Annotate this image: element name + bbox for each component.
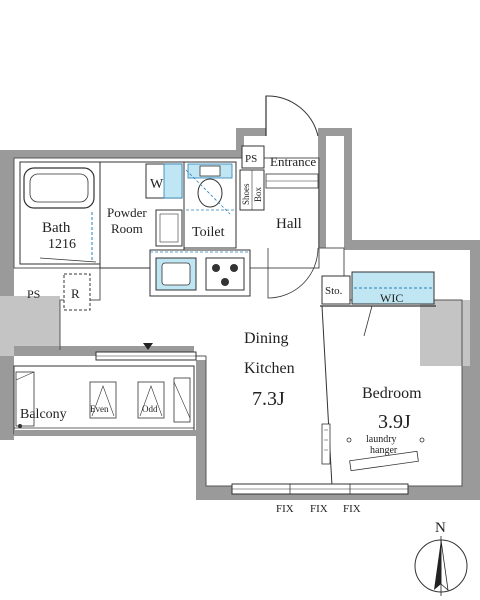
- fix-label-3: FIX: [343, 503, 361, 515]
- laundry-hanger-icon: [349, 450, 419, 472]
- powder-room-label-1: Powder: [107, 205, 147, 220]
- bath-size: 1216: [48, 237, 76, 252]
- entrance-label: Entrance: [270, 154, 316, 169]
- odd-label: Odd: [142, 404, 158, 414]
- compass: N: [414, 520, 468, 596]
- laundry-hook-icon: [346, 437, 352, 443]
- wic-door-icon: [363, 305, 373, 337]
- entrance-door-icon: [265, 95, 319, 137]
- laundry-hook-icon-2: [419, 437, 425, 443]
- ps-fridge-area: PS R: [27, 273, 91, 311]
- bath-label: Bath: [42, 220, 71, 236]
- bedroom-size: 3.9J: [378, 411, 411, 433]
- shoes-box-label-2: Box: [253, 186, 263, 202]
- ps-top-label: PS: [245, 153, 257, 165]
- shoes-box-label-1: Shoes: [241, 183, 251, 205]
- toilet-room: Toilet: [183, 161, 237, 249]
- ps-left-label: PS: [27, 287, 40, 301]
- laundry-label-1: laundry: [366, 434, 397, 445]
- kitchen-counter: [149, 249, 251, 297]
- fix-label-1: FIX: [276, 503, 294, 515]
- dining-size: 7.3J: [252, 388, 285, 410]
- washer-label: W: [150, 177, 164, 192]
- powder-room-label-2: Room: [111, 221, 143, 236]
- dining-label-2: Kitchen: [244, 360, 295, 377]
- entrance-area: PS Shoes Box Entrance Hall: [239, 95, 319, 232]
- dining-label-1: Dining: [244, 330, 288, 347]
- sink-cabinet-icon: [155, 209, 183, 247]
- wic-label: WIC: [380, 291, 403, 305]
- powder-room: Powder Room W: [99, 161, 185, 269]
- storage-label: Sto.: [325, 285, 343, 297]
- partition: [321, 305, 333, 487]
- entry-arrow-icon: [143, 343, 153, 350]
- bedroom-label: Bedroom: [362, 385, 422, 402]
- refrigerator-label: R: [71, 286, 80, 301]
- balcony-label: Balcony: [20, 407, 67, 422]
- balcony: Balcony Even Odd: [13, 365, 196, 436]
- bathtub-icon: [23, 167, 95, 209]
- laundry-label-2: hanger: [370, 445, 398, 456]
- fix-label-2: FIX: [310, 503, 328, 515]
- storage-wic: Sto. WIC: [320, 271, 436, 337]
- toilet-label: Toilet: [192, 225, 225, 240]
- bath-area: Bath 1216: [19, 161, 101, 265]
- hall-label: Hall: [276, 216, 302, 232]
- hall-door-icon: [267, 247, 319, 299]
- compass-label: N: [435, 520, 446, 536]
- even-label: Even: [90, 404, 109, 414]
- refrigerator-icon: [63, 273, 91, 311]
- bottom-windows: FIX FIX FIX: [231, 483, 409, 515]
- balcony-window: [95, 343, 197, 361]
